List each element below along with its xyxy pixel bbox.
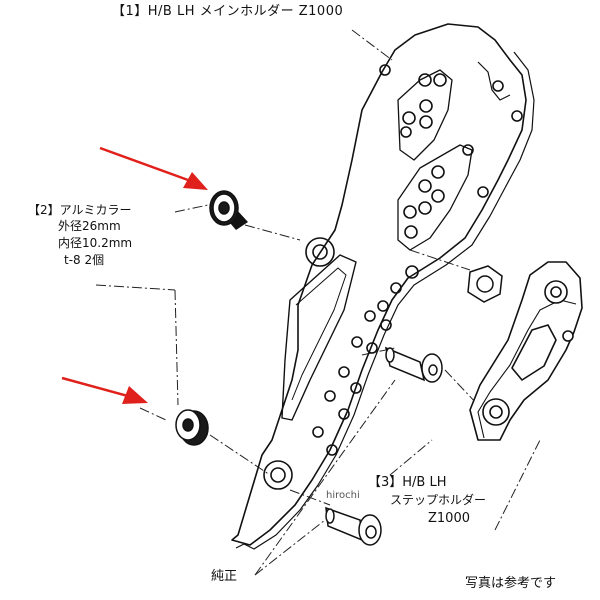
genuine-parts-label: 純正 bbox=[211, 569, 238, 584]
bolt-upper bbox=[384, 346, 443, 383]
leader-lines bbox=[95, 29, 541, 576]
spacer-id-label: 内径10.2mm bbox=[58, 236, 133, 250]
step-holder-label-2: ステップホルダー bbox=[390, 493, 487, 507]
step-holder bbox=[469, 261, 583, 441]
nut bbox=[467, 265, 503, 303]
red-arrow-icon bbox=[99, 146, 208, 190]
spacer-upper bbox=[209, 190, 248, 230]
main-holder-plate bbox=[231, 23, 535, 550]
bolt-lower bbox=[325, 506, 382, 546]
step-holder-label-1: 【3】H/B LH bbox=[368, 475, 447, 490]
step-holder-label-3: Z1000 bbox=[428, 511, 470, 526]
main-holder-label: 【1】H/B LH メインホルダー Z1000 bbox=[112, 4, 344, 19]
watermark: hirochi bbox=[326, 490, 360, 501]
reference-photo-note: 写真は参考です bbox=[465, 576, 557, 591]
spacer-od-label: 外径26mm bbox=[58, 219, 121, 233]
spacer-qty-label: t-8 2個 bbox=[64, 253, 105, 267]
spacer-name-label: 【2】アルミカラー bbox=[28, 203, 132, 217]
red-arrow-icon bbox=[61, 376, 148, 404]
spacer-lower bbox=[175, 409, 209, 446]
